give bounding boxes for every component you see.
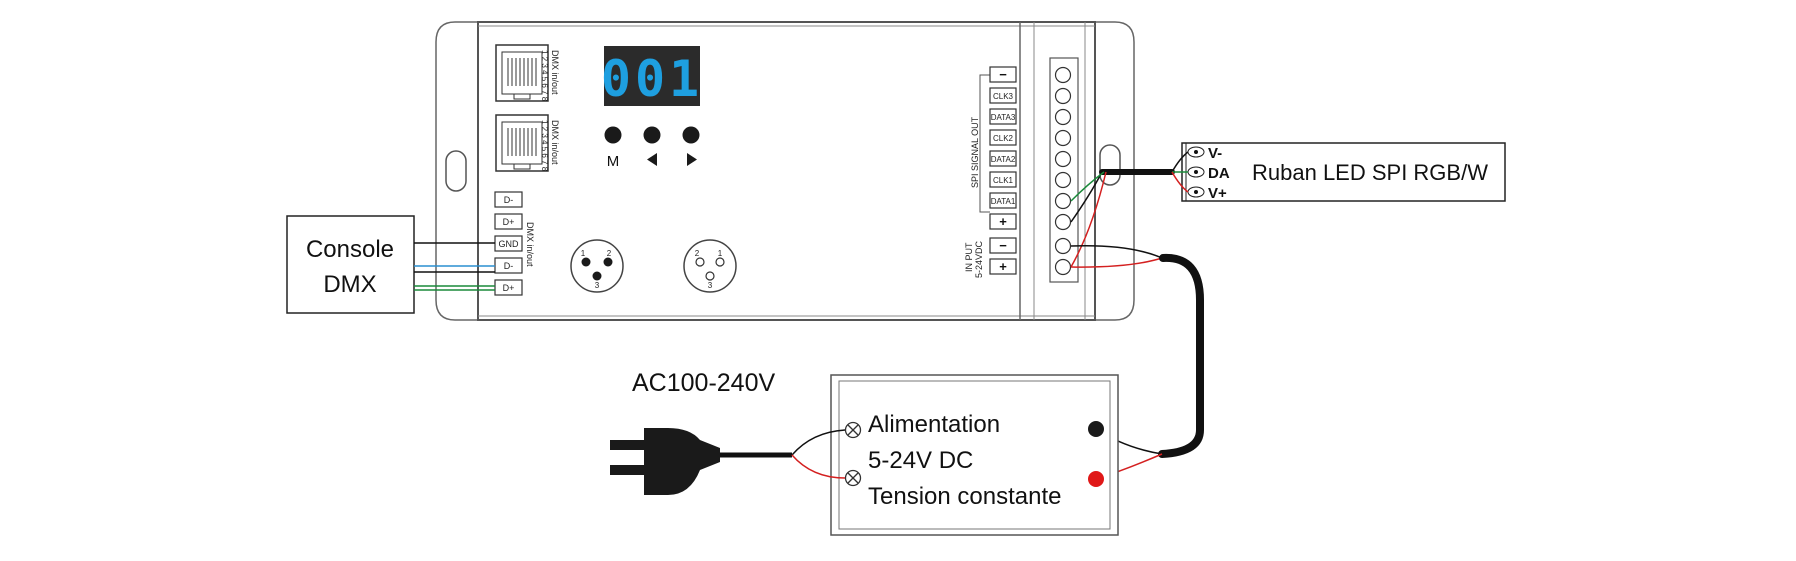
dmx-terminal-label: D+ [503,283,515,293]
rj45-bottom-pins: 1 2 3 4 5 6 7 8 [540,120,549,172]
screw-terminal-strip [1049,57,1079,283]
left-button[interactable] [643,126,661,144]
screw-terminal[interactable] [1054,192,1072,210]
spi-terminal-label: + [999,214,1007,229]
screw-terminal[interactable] [1054,258,1072,276]
dmx-spi-controller: DMX in/out 1 2 3 4 5 6 7 8 DMX in/out 1 … [435,21,1135,321]
spi-signal-out-label: SPI SIGNAL OUT [970,116,980,188]
seven-segment-display [604,46,700,106]
rj45-top-pins: 1 2 3 4 5 6 7 8 [540,50,549,102]
display-value: 001 [601,50,703,108]
xlr1-pin-label: 3 [595,281,600,290]
spi-terminal-label: CLK1 [993,176,1014,185]
xlr2-pin-label: 2 [695,249,700,258]
menu-button-label: M [607,153,620,170]
screw-terminal[interactable] [1054,66,1072,84]
spi-terminal-label: CLK3 [993,92,1014,101]
xlr1-pin-label: 1 [581,249,586,258]
xlr-connector-male[interactable] [570,239,624,293]
input-terminal-label: + [999,259,1007,274]
psu-label-line1: Alimentation [868,411,1000,438]
console-label-line1: Console [306,236,394,263]
spi-terminal-block: − CLK3 DATA3 CLK2 DATA2 CLK1 DATA1 + [979,66,1017,230]
ac-cable [720,429,846,479]
dmx-terminal-label: D+ [503,217,515,227]
led-pin-label: V- [1208,145,1222,162]
ac-voltage-label: AC100-240V [632,369,775,397]
xlr2-pin-label: 3 [708,281,713,290]
mounting-slot-left [445,150,467,192]
screw-terminal[interactable] [1054,129,1072,147]
spi-terminal-label: CLK2 [993,134,1014,143]
triangle-left-icon [647,153,657,166]
dc-positive-terminal[interactable] [1088,471,1104,487]
xlr2-pin-label: 1 [718,249,723,258]
psu-label-line2: 5-24V DC [868,447,973,474]
ac-plug-icon [610,428,720,495]
strip-cable [1070,151,1189,268]
rj45-port-bottom[interactable] [495,114,549,172]
dmx-terminal-label: GND [499,239,520,249]
ac-terminal-icon [844,421,862,487]
screw-terminal[interactable] [1054,108,1072,126]
screw-terminal[interactable] [1054,213,1072,231]
led-pin-label: DA [1208,165,1230,182]
dmx-terminal-label: D- [504,261,514,271]
menu-button[interactable] [604,126,622,144]
led-strip-label: Ruban LED SPI RGB/W [1252,160,1488,185]
input-label: IN PUT [964,242,974,272]
triangle-right-icon [687,153,697,166]
screw-terminal[interactable] [1054,150,1072,168]
xlr1-pin-label: 2 [607,249,612,258]
right-button[interactable] [682,126,700,144]
dc-negative-terminal[interactable] [1088,421,1104,437]
screw-terminal[interactable] [1054,237,1072,255]
spi-terminal-label: DATA3 [991,113,1016,122]
xlr-connector-female[interactable] [683,239,737,293]
screw-terminal[interactable] [1054,171,1072,189]
rj45-top-label: DMX in/out [550,50,560,95]
screw-terminal[interactable] [1054,87,1072,105]
spi-terminal-label: DATA2 [991,155,1016,164]
input-terminal-block: − + [989,237,1017,275]
dmx-console: Console DMX [286,215,415,314]
power-supply: Alimentation 5-24V DC Tension constante [830,374,1119,536]
led-strip: V- DA V+ Ruban LED SPI RGB/W [1181,142,1506,202]
rj45-port-top[interactable] [495,44,549,102]
dmx-terminal-block: D- D+ GND D- D+ [494,191,523,296]
psu-label-line3: Tension constante [868,483,1061,510]
dmx-terminal-label: D- [504,195,514,205]
led-pin-label: V+ [1208,185,1227,202]
rj45-bottom-label: DMX in/out [550,120,560,165]
spi-terminal-label: DATA1 [991,197,1016,206]
dmx-wires [414,242,495,291]
mounting-slot-right [1099,144,1121,186]
spi-terminal-label: − [999,67,1007,82]
input-terminal-label: − [999,238,1007,253]
console-label-line2: DMX [323,271,376,298]
input-voltage-label: 5-24VDC [974,240,984,278]
dmx-terminal-group-label: DMX in/out [525,222,535,267]
